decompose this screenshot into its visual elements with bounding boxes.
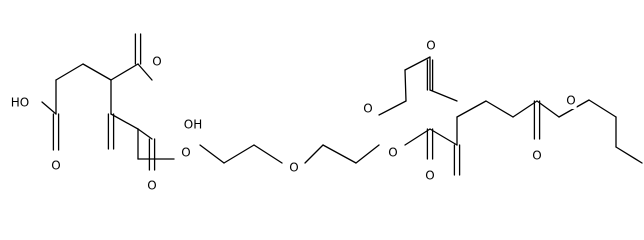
single-bond xyxy=(429,89,458,102)
atom-label-background xyxy=(151,54,163,70)
single-bond xyxy=(55,63,84,81)
single-bond xyxy=(512,100,538,118)
atom-label-background xyxy=(183,117,203,133)
atom-label-o-ester4-carbonyl: O xyxy=(532,149,541,163)
atom-labels: HO O O OH O O O O O O O O O xyxy=(10,38,577,194)
atom-label-background xyxy=(288,160,300,176)
atom-label-background xyxy=(565,93,577,109)
single-bond xyxy=(199,144,225,164)
single-bond xyxy=(378,100,407,116)
atom-label-o-ether: O xyxy=(289,161,298,175)
single-bond xyxy=(137,63,153,81)
atom-label-background xyxy=(362,101,374,117)
atom-label-background xyxy=(50,158,62,174)
single-bond xyxy=(355,144,380,164)
atom-label-o-ester3-carbonyl: O xyxy=(426,39,435,53)
single-bond xyxy=(304,144,324,164)
single-bond xyxy=(429,128,458,146)
atom-label-background xyxy=(180,145,192,161)
atom-label-o-ester2-link: O xyxy=(388,146,397,160)
single-bond xyxy=(588,99,617,118)
single-bond xyxy=(536,100,560,118)
bond-lines xyxy=(41,33,643,176)
single-bond xyxy=(110,113,139,130)
single-bond xyxy=(223,144,255,164)
atom-label-o-ester3-link: O xyxy=(363,102,372,116)
atom-label-background xyxy=(10,95,30,111)
atom-label-o-acid2-carbonyl: O xyxy=(152,55,161,69)
single-bond xyxy=(82,63,112,81)
atom-label-background xyxy=(531,148,543,164)
single-bond xyxy=(137,128,153,140)
single-bond xyxy=(253,144,283,164)
molecule-structure: HO O O OH O O O O O O O O O xyxy=(10,33,643,194)
single-bond xyxy=(404,128,431,146)
single-bond xyxy=(404,56,431,71)
atom-label-oh-acid2: OH xyxy=(184,118,202,132)
single-bond xyxy=(615,146,643,164)
single-bond xyxy=(456,100,487,118)
atom-label-background xyxy=(424,168,436,184)
single-bond xyxy=(322,144,357,164)
atom-label-o-ester4-link: O xyxy=(566,94,575,108)
single-bond xyxy=(41,101,57,115)
atom-label-ho-left: HO xyxy=(11,96,29,110)
atom-label-o-acid1-carbonyl: O xyxy=(51,159,60,173)
single-bond xyxy=(485,100,514,118)
single-bond xyxy=(110,63,139,81)
atom-label-o-ester2-carbonyl: O xyxy=(425,169,434,183)
atom-label-background xyxy=(146,178,158,194)
single-bond xyxy=(404,69,407,102)
atom-label-o-ester1-link: O xyxy=(181,146,190,160)
atom-label-o-ester1-carbonyl: O xyxy=(147,179,156,193)
atom-label-background xyxy=(387,145,399,161)
atom-label-background xyxy=(425,38,437,54)
